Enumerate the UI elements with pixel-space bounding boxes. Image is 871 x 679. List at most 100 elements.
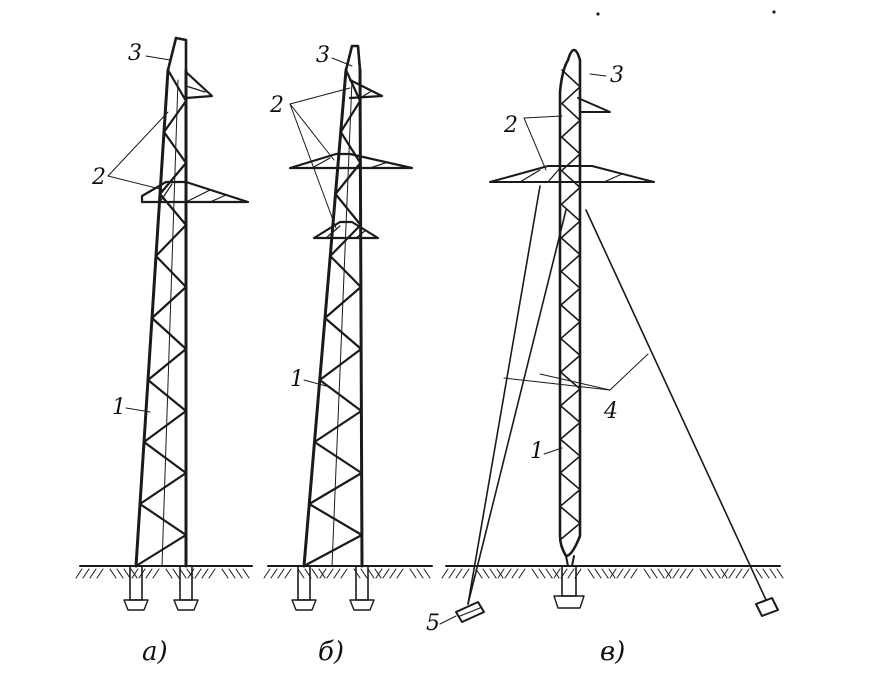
ground-hatch xyxy=(319,568,327,579)
ground-hatch xyxy=(367,568,375,579)
lattice-brace xyxy=(158,192,188,227)
lattice-brace xyxy=(560,337,581,357)
lattice-brace xyxy=(329,254,362,289)
label-peak-c: 3 xyxy=(610,63,624,88)
ground-hatch xyxy=(284,568,292,579)
lattice-brace xyxy=(559,505,581,525)
tower-c xyxy=(489,48,655,567)
ground-hatch xyxy=(109,568,117,579)
ground-hatch xyxy=(496,568,504,579)
lattice-brace xyxy=(560,203,581,222)
ground-hatch xyxy=(650,568,658,579)
caption-c: в) xyxy=(600,637,625,667)
ground-hatch xyxy=(270,568,278,579)
ground-hatch xyxy=(179,568,187,579)
lattice-brace xyxy=(560,320,581,340)
ground-hatch xyxy=(326,568,334,579)
lattice-brace xyxy=(308,471,363,506)
ground-hatch xyxy=(511,568,519,579)
ground-c xyxy=(441,565,784,579)
lattice-brace xyxy=(560,186,581,206)
tower-b xyxy=(288,44,414,568)
lattice-brace xyxy=(559,421,581,441)
speck-1 xyxy=(596,12,600,16)
lattice-brace xyxy=(344,68,362,103)
lattice-brace xyxy=(158,161,188,196)
ground-hatch xyxy=(172,568,180,579)
ground-hatch xyxy=(713,568,721,579)
ground-hatch xyxy=(721,568,729,579)
ground-hatch xyxy=(552,568,560,579)
ground-hatch xyxy=(235,568,243,579)
ground-hatch xyxy=(340,568,348,579)
caption-b: б) xyxy=(318,637,344,667)
ground-hatch xyxy=(462,568,470,579)
ground-hatch xyxy=(657,568,665,579)
lattice-brace xyxy=(561,85,581,105)
ground-hatch xyxy=(242,568,250,579)
lattice-brace xyxy=(560,136,581,155)
lattice-brace xyxy=(560,287,581,306)
ground-hatch xyxy=(263,568,271,579)
lattice-brace xyxy=(339,130,362,165)
ground-hatch xyxy=(318,568,326,579)
ground-hatch xyxy=(623,568,631,579)
ground-hatch xyxy=(116,568,124,579)
ground-hatch xyxy=(489,568,497,579)
ground-hatch xyxy=(518,568,526,579)
labels-c: 3 2 4 1 5 xyxy=(426,63,649,636)
lattice-brace xyxy=(154,223,188,258)
lattice-brace xyxy=(154,254,188,289)
lattice-brace xyxy=(142,440,188,475)
ground-hatch xyxy=(187,568,195,579)
lattice-brace xyxy=(313,440,363,475)
ground-hatch xyxy=(165,568,173,579)
lattice-brace xyxy=(560,253,581,273)
foundation-right-a xyxy=(173,565,199,611)
ground-hatch xyxy=(441,568,449,579)
lattice-brace xyxy=(334,192,362,227)
ground-a xyxy=(75,565,253,579)
ground-hatch xyxy=(382,568,390,579)
foundation-c xyxy=(553,565,585,609)
ground-hatch xyxy=(145,568,153,579)
label-mast-b: 1 xyxy=(290,367,304,392)
lattice-brace xyxy=(150,316,188,351)
ground-hatch xyxy=(360,568,368,579)
ground-hatch xyxy=(374,568,382,579)
ground-hatch xyxy=(152,568,160,579)
lattice-brace xyxy=(138,502,188,537)
ground-hatch xyxy=(672,568,680,579)
panel-c: 3 2 4 1 5 в) xyxy=(426,48,784,667)
ground-hatch xyxy=(409,568,417,579)
ground-hatch xyxy=(630,568,638,579)
lattice-brace xyxy=(559,388,581,407)
lattice-brace xyxy=(560,237,581,256)
ground-hatch xyxy=(594,568,602,579)
label-crossarms-a: 2 xyxy=(91,165,106,190)
lattice-brace xyxy=(561,69,581,88)
label-mast-c: 1 xyxy=(530,439,544,464)
ground-hatch xyxy=(742,568,750,579)
ground-hatch xyxy=(504,568,512,579)
lattice-brace xyxy=(162,99,188,134)
lattice-brace xyxy=(559,438,581,457)
ground-hatch xyxy=(277,568,285,579)
label-crossarms-c: 2 xyxy=(503,113,518,138)
lattice-brace xyxy=(560,169,581,189)
ground-hatch xyxy=(221,568,229,579)
label-peak-a: 3 xyxy=(128,41,142,66)
label-peak-b: 3 xyxy=(316,43,330,68)
ground-hatch xyxy=(728,568,736,579)
ground-hatch xyxy=(735,568,743,579)
ground-hatch xyxy=(609,568,617,579)
ground-hatch xyxy=(123,568,131,579)
ground-hatch xyxy=(353,568,361,579)
ground-hatch xyxy=(228,568,236,579)
lattice-brace xyxy=(162,130,188,165)
lattice-brace xyxy=(302,533,363,568)
lattice-brace xyxy=(166,68,188,103)
ground-hatch xyxy=(208,568,216,579)
lattice-brace xyxy=(560,119,581,138)
ground-hatch xyxy=(82,568,90,579)
